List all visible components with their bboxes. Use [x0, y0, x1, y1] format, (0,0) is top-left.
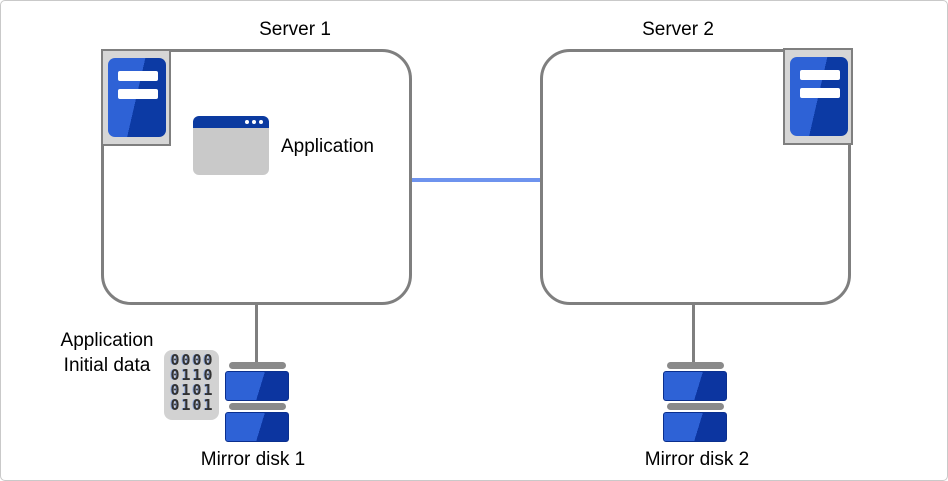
binary-row: 0110 [170, 366, 215, 384]
network-link-line [412, 178, 540, 182]
binary-row: 0101 [170, 396, 215, 414]
disk-platter [225, 412, 289, 442]
server2-icon [783, 48, 853, 145]
mirror-disk2-label: Mirror disk 2 [644, 449, 750, 470]
mirror-disk1-icon [225, 362, 289, 444]
binary-row: 0000 [170, 351, 215, 369]
tower-slot-bar [118, 71, 158, 81]
mirror-disk2-icon [663, 362, 727, 444]
tower-slot-bar [118, 89, 158, 99]
server-tower-icon [790, 57, 848, 136]
titlebar-dot [252, 120, 256, 124]
titlebar-dot [259, 120, 263, 124]
server2-disk-connector [692, 302, 695, 364]
disk-platter [663, 412, 727, 442]
initial-data-label-line1: Application [60, 330, 154, 351]
tower-slot-bar [800, 70, 840, 80]
mirror-disk1-label: Mirror disk 1 [200, 449, 306, 470]
server1-disk-connector [255, 302, 258, 364]
server1-icon [101, 49, 171, 146]
application-window-body [193, 128, 269, 175]
application-window-icon [193, 116, 269, 175]
server-tower-icon [108, 58, 166, 137]
titlebar-dots-icon [245, 120, 263, 124]
disk-cap [666, 362, 724, 369]
disk-cap [228, 403, 286, 410]
disk-platter [663, 371, 727, 401]
disk-cap [228, 362, 286, 369]
server2-title: Server 2 [642, 19, 714, 40]
initial-data-binary-icon: 0000 0110 0101 0101 [164, 350, 219, 420]
application-titlebar [193, 116, 269, 128]
binary-row: 0101 [170, 381, 215, 399]
server1-title: Server 1 [259, 19, 331, 40]
tower-slot-bar [800, 88, 840, 98]
initial-data-label: Application Initial data [61, 328, 154, 378]
titlebar-dot [245, 120, 249, 124]
disk-cap [666, 403, 724, 410]
application-label: Application [281, 136, 374, 157]
disk-platter [225, 371, 289, 401]
initial-data-label-line2: Initial data [63, 355, 151, 376]
